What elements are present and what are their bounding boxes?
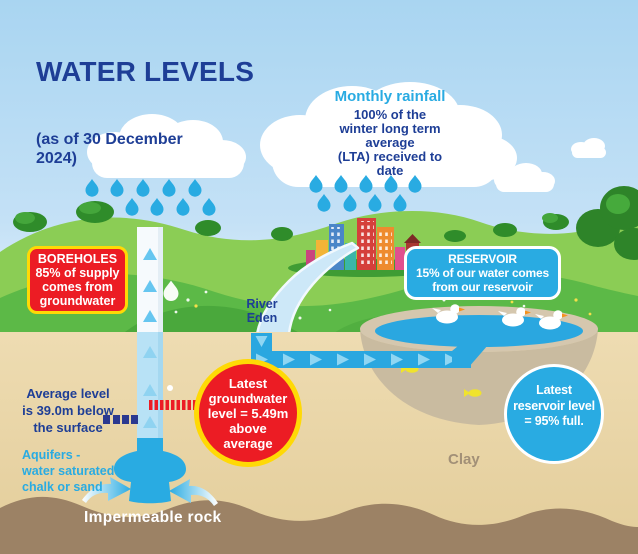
groundwater-status-bubble: Latest groundwater level = 5.49m above a… [194, 359, 302, 467]
river-eden-label: River Eden [246, 297, 278, 325]
borehole-pipe-above-ground [137, 227, 163, 332]
page-subtitle: (as of 30 December 2024) [36, 131, 183, 167]
boreholes-callout: BOREHOLES 85% of supply comes from groun… [27, 246, 128, 314]
monthly-rainfall-detail: 100% of the winter long term average (LT… [337, 107, 443, 178]
page-title: WATER LEVELS [36, 56, 255, 87]
reservoir-status-text: Latest reservoir level = 95% full. [513, 383, 595, 428]
aquifer-arrow-left-icon [82, 477, 131, 503]
rain-cloud-main-icon [260, 82, 517, 187]
inflow-channel [251, 333, 488, 368]
reservoir-status-bubble: Latest reservoir level = 95% full. [504, 364, 604, 464]
average-level-dashes [103, 415, 138, 424]
impermeable-rock-layer [0, 496, 638, 554]
average-level-note: Average level is 39.0m below the surface [22, 386, 114, 435]
clay-label: Clay [448, 451, 480, 468]
borehole-pipe-below-ground [137, 332, 173, 442]
reservoir-callout: RESERVOIR 15% of our water comes from ou… [404, 246, 561, 300]
latest-level-dashes [149, 400, 197, 410]
title-block: WATER LEVELS (as of 30 December 2024) [36, 20, 254, 204]
reservoir-body: 15% of our water comes from our reservoi… [416, 266, 549, 294]
small-cloud-icon [494, 138, 606, 192]
monthly-rainfall-heading: Monthly rainfall [334, 88, 446, 105]
impermeable-rock-label: Impermeable rock [84, 509, 222, 526]
boreholes-title: BOREHOLES [37, 252, 118, 266]
boreholes-body: 85% of supply comes from groundwater [35, 266, 120, 308]
groundwater-status-text: Latest groundwater level = 5.49m above a… [207, 375, 289, 451]
aquifer-arrow-right-icon [169, 479, 218, 506]
reservoir-water [375, 315, 583, 347]
reservoir-title: RESERVOIR [448, 252, 517, 266]
aquifer-intake-bulb [114, 438, 186, 504]
aquifers-note: Aquifers - water saturated chalk or sand [22, 448, 115, 494]
rain-cloud-left-icon [87, 114, 246, 178]
